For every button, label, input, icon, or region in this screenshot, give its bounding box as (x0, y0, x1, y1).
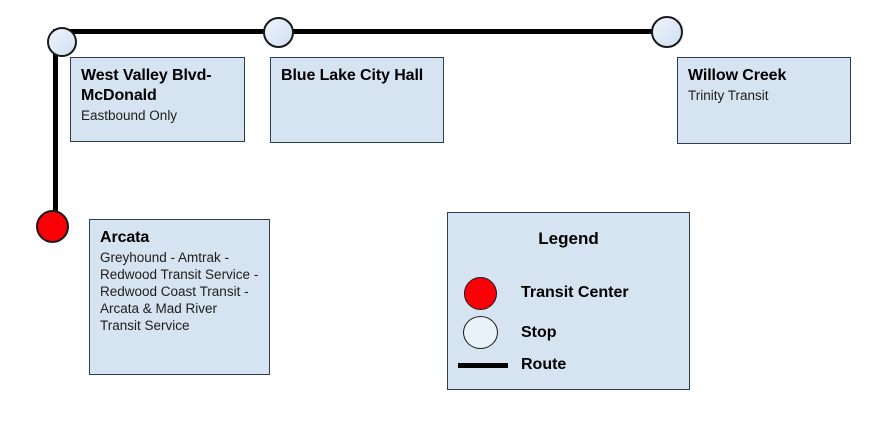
stop-marker-blue-lake[interactable] (263, 17, 294, 48)
info-box-title-arcata: Arcata (100, 229, 150, 246)
legend-label-route: Route (521, 356, 567, 373)
legend-label-stop: Stop (521, 324, 557, 341)
stop-marker-willow-creek[interactable] (651, 16, 683, 48)
legend-transit-center-icon (464, 277, 497, 310)
info-box-title-blue-lake: Blue Lake City Hall (281, 67, 424, 84)
info-box-note-willow-creek: Trinity Transit (688, 87, 769, 103)
info-box-blue-lake[interactable]: Blue Lake City Hall (270, 57, 444, 143)
info-box-willow-creek[interactable]: Willow Creek Trinity Transit (677, 57, 851, 144)
info-box-arcata[interactable]: Arcata Greyhound - Amtrak - Redwood Tran… (89, 219, 270, 375)
route-line-horizontal (53, 29, 667, 34)
legend-stop-icon (463, 316, 498, 349)
legend-route-icon (458, 363, 508, 368)
info-box-west-valley[interactable]: West Valley Blvd-McDonald Eastbound Only (70, 57, 245, 142)
transit-center-marker-arcata[interactable] (36, 210, 69, 243)
stop-marker-west-valley[interactable] (47, 27, 77, 57)
info-box-note-arcata: Greyhound - Amtrak - Redwood Transit Ser… (100, 249, 259, 334)
legend-label-transit-center: Transit Center (521, 284, 629, 301)
legend-title: Legend (538, 229, 599, 248)
info-box-note-west-valley: Eastbound Only (81, 107, 178, 123)
info-box-title-west-valley: West Valley Blvd-McDonald (81, 67, 212, 104)
legend-panel: Legend Transit Center Stop Route (447, 212, 690, 390)
route-line-vertical (53, 29, 58, 227)
info-box-title-willow-creek: Willow Creek (688, 67, 787, 84)
